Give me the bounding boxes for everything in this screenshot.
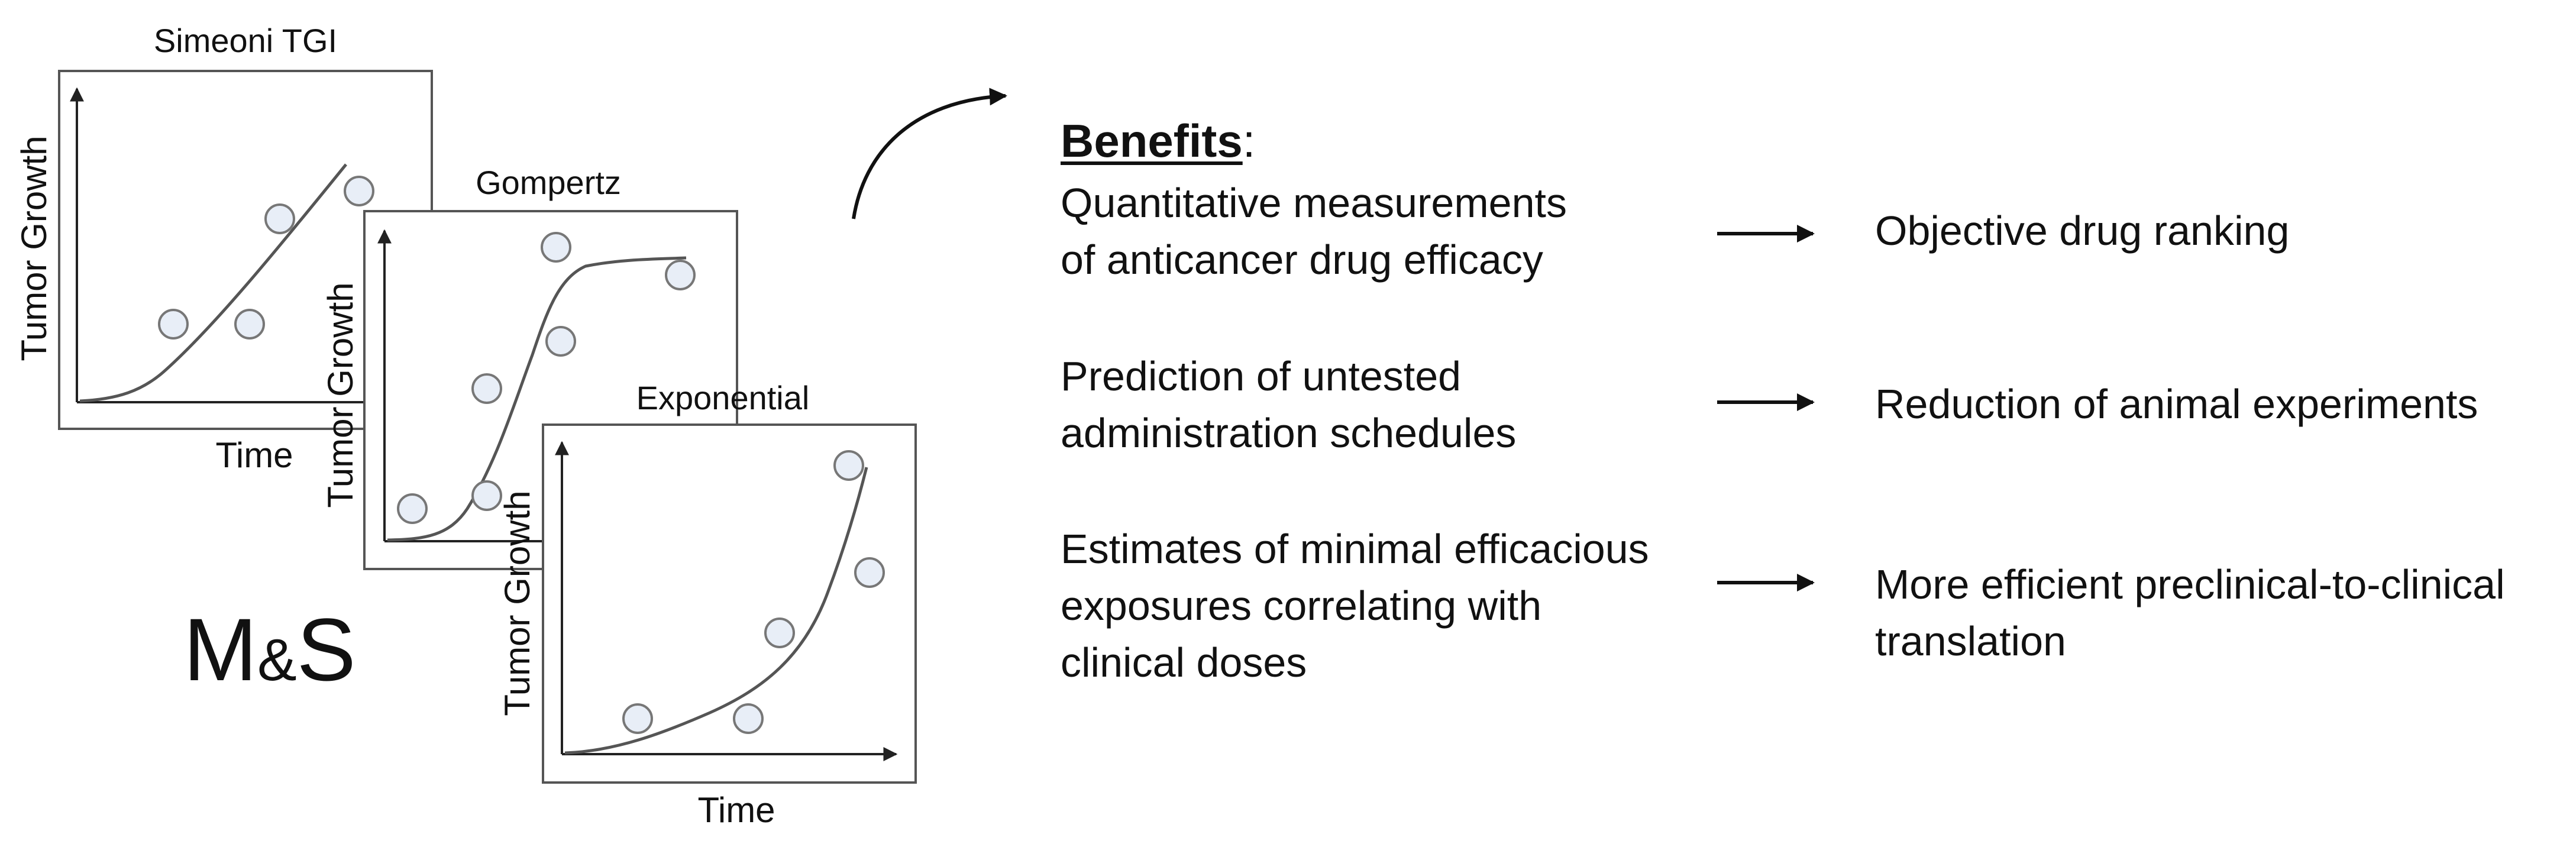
x-axis-label: Time xyxy=(697,790,775,830)
data-point xyxy=(764,618,795,648)
data-point xyxy=(471,373,502,404)
data-point xyxy=(344,176,374,206)
benefit-3-text: Estimates of minimal efficacious exposur… xyxy=(1061,526,1649,686)
growth-curve xyxy=(564,467,868,755)
benefit-2-text: Prediction of untested administration sc… xyxy=(1061,353,1517,456)
outcome-1-text: Objective drug ranking xyxy=(1875,208,2290,254)
data-point xyxy=(833,450,864,481)
x-axis-label: Time xyxy=(215,435,293,475)
benefits-heading: Benefits: xyxy=(1061,115,1256,167)
data-point xyxy=(545,326,576,357)
panel-frame xyxy=(542,424,917,784)
data-point xyxy=(264,203,295,234)
data-point xyxy=(733,703,764,734)
benefit-1-text: Quantitative measurements of anticancer … xyxy=(1061,180,1567,283)
panel-title: Exponential xyxy=(636,379,810,416)
y-axis-label: Tumor Growth xyxy=(14,135,54,361)
growth-curve xyxy=(387,256,687,542)
data-point xyxy=(397,493,428,524)
ms-label: M&S xyxy=(183,600,356,699)
panel-title: Simeoni TGI xyxy=(154,22,337,59)
data-point xyxy=(471,480,502,511)
outcome-2-text: Reduction of animal experiments xyxy=(1875,381,2478,427)
data-point xyxy=(541,232,571,263)
data-point xyxy=(622,703,653,734)
y-axis-label: Tumor Growth xyxy=(497,490,537,716)
data-point xyxy=(854,557,885,588)
panel-exponential: Exponential Tumor Growth Time xyxy=(497,379,917,830)
curved-arrow xyxy=(852,88,1007,219)
data-point xyxy=(234,309,265,340)
data-point xyxy=(158,309,189,340)
data-point xyxy=(665,260,696,290)
outcome-3-text: More efficient preclinical-to-clinical t… xyxy=(1875,561,2505,664)
y-axis-label: Tumor Growth xyxy=(321,282,360,507)
growth-curve xyxy=(79,163,347,403)
panel-title: Gompertz xyxy=(476,164,621,201)
